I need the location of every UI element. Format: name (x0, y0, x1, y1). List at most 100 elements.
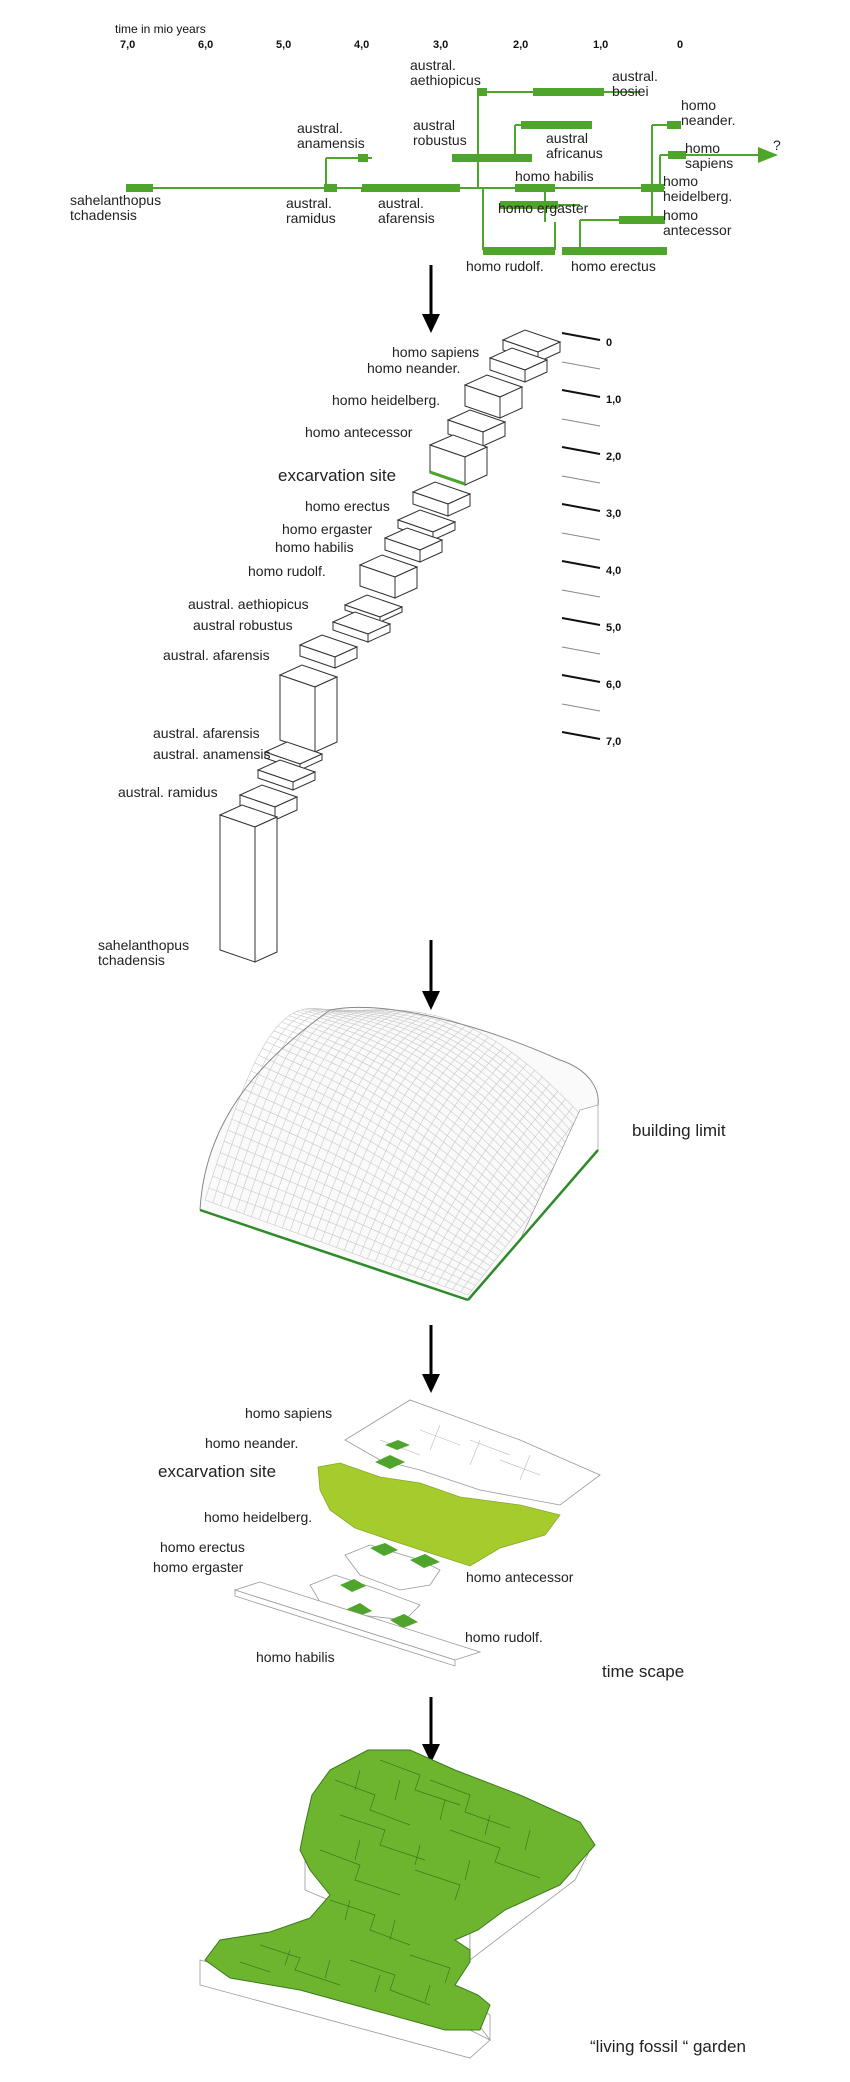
timescape-section: homo sapiens homo neander. excarvation s… (153, 1399, 684, 1681)
timescape-labels: homo sapiens homo neander. excarvation s… (153, 1405, 574, 1665)
mesh-line (300, 1009, 563, 1175)
label-erectus: homo erectus (571, 258, 656, 274)
excavation-site-marker (429, 470, 466, 486)
mesh-line (250, 1070, 514, 1238)
mesh-line (239, 1098, 503, 1252)
label-anamensis-1: austral. (297, 120, 343, 136)
garden-caption: “living fossil “ garden (590, 2037, 746, 2056)
label-ramidus-1: austral. (286, 195, 332, 211)
flow-arrow-2 (422, 940, 440, 1010)
stair-label-heidelberg: homo heidelberg. (332, 392, 440, 408)
mesh-line (262, 1048, 525, 1223)
stair-label-afarensis-1: austral. afarensis (163, 647, 270, 663)
stair-label-excavation: excarvation site (278, 466, 396, 485)
axis-tick: 6,0 (198, 39, 213, 51)
scale-tick: 5,0 (606, 622, 621, 634)
stair-section: homo sapiens homo neander. homo heidelbe… (98, 329, 621, 968)
timescape-caption: time scape (602, 1662, 684, 1681)
timescape-label-excavation: excarvation site (158, 1462, 276, 1481)
mesh-line (243, 1088, 506, 1248)
label-africanus-1: austral (546, 130, 588, 146)
mesh-line (246, 1079, 510, 1243)
label-neander-1: homo (681, 97, 716, 113)
scale-tick: 6,0 (606, 679, 621, 691)
mesh-line (308, 1008, 570, 1166)
stair-label-sahel-2: tchadensis (98, 952, 165, 968)
label-afarensis-2: afarensis (378, 210, 435, 226)
scale-tick: 1,0 (606, 394, 621, 406)
label-question-mark: ? (773, 137, 781, 153)
label-antecessor-1: homo (663, 207, 698, 223)
timeline-axis-ticks: 7,0 6,0 5,0 4,0 3,0 2,0 1,0 0 (120, 39, 683, 51)
stair-label-ramidus: austral. ramidus (118, 784, 218, 800)
stair-label-neander: homo neander. (367, 360, 460, 376)
label-robustus-2: robustus (413, 132, 467, 148)
mesh-line (220, 1152, 484, 1276)
mesh-line (304, 1008, 567, 1170)
scale-tick: 4,0 (606, 565, 621, 577)
label-heidelberg-1: homo (663, 173, 698, 189)
terrain-label: building limit (632, 1121, 726, 1140)
stair-label-aethiopicus: austral. aethiopicus (188, 596, 309, 612)
axis-tick: 2,0 (513, 39, 528, 51)
mesh-line (254, 1062, 518, 1233)
label-bosiei-1: austral. (612, 68, 658, 84)
mesh-line (266, 1041, 529, 1219)
label-habilis: homo habilis (515, 168, 594, 184)
mesh-line (327, 1009, 589, 1141)
mesh-line (216, 1164, 480, 1281)
stair-label-erectus: homo erectus (305, 498, 390, 514)
stair-scale: 0 1,0 2,0 3,0 4,0 5,0 6,0 7,0 (561, 332, 621, 748)
mesh-line (223, 1140, 487, 1272)
mesh-line (285, 1018, 548, 1194)
mesh-line (315, 1008, 578, 1156)
garden-tiles (239, 1759, 541, 2006)
mesh-line (289, 1015, 552, 1190)
mesh-line (292, 1013, 555, 1185)
mesh-line (204, 1199, 469, 1296)
label-antecessor-2: antecessor (663, 222, 732, 238)
label-ergaster: homo ergaster (498, 200, 589, 216)
stair-label-anamensis: austral. anamensis (153, 746, 271, 762)
timescape-label-ergaster: homo ergaster (153, 1559, 244, 1575)
axis-tick: 1,0 (593, 39, 608, 51)
mesh-line (319, 1008, 582, 1151)
timescape-label-antecessor: homo antecessor (466, 1569, 574, 1585)
label-robustus-1: austral (413, 117, 455, 133)
garden-section: “living fossil “ garden (199, 1749, 746, 2059)
stair-labels: homo sapiens homo neander. homo heidelbe… (98, 344, 479, 968)
stair-label-antecessor: homo antecessor (305, 424, 413, 440)
mesh-line (269, 1035, 533, 1214)
label-africanus-2: africanus (546, 145, 603, 161)
label-tchadensis: tchadensis (70, 207, 137, 223)
mesh-line (212, 1175, 476, 1286)
label-anamensis-2: anamensis (297, 135, 365, 151)
mesh-line (296, 1011, 559, 1180)
label-sahelanthopus: sahelanthopus (70, 192, 161, 208)
timescape-label-neander: homo neander. (205, 1435, 298, 1451)
scale-tick: 2,0 (606, 451, 621, 463)
stair-label-habilis: homo habilis (275, 539, 354, 555)
label-aethiopicus-2: aethiopicus (410, 72, 481, 88)
flow-arrow-1 (422, 265, 440, 333)
label-heidelberg-2: heidelberg. (663, 188, 732, 204)
mesh-line (281, 1021, 544, 1199)
timeline-axis-title: time in mio years (115, 22, 206, 36)
label-aethiopicus-1: austral. (410, 57, 456, 73)
label-ramidus-2: ramidus (286, 210, 336, 226)
label-rudolf: homo rudolf. (466, 258, 544, 274)
stair-label-ergaster: homo ergaster (282, 521, 373, 537)
mesh-line (277, 1025, 540, 1204)
terrain-section: building limit (199, 1006, 726, 1302)
timescape-label-sapiens: homo sapiens (245, 1405, 332, 1421)
label-afarensis-1: austral. (378, 195, 424, 211)
terrain-mesh (204, 1007, 597, 1296)
stair-blocks (218, 329, 562, 963)
mesh-line (273, 1030, 537, 1209)
stair-label-sapiens: homo sapiens (392, 344, 479, 360)
mesh-line (227, 1129, 491, 1267)
mesh-line (235, 1108, 499, 1257)
flow-arrow-4 (422, 1697, 440, 1763)
stair-label-robustus: austral robustus (193, 617, 293, 633)
